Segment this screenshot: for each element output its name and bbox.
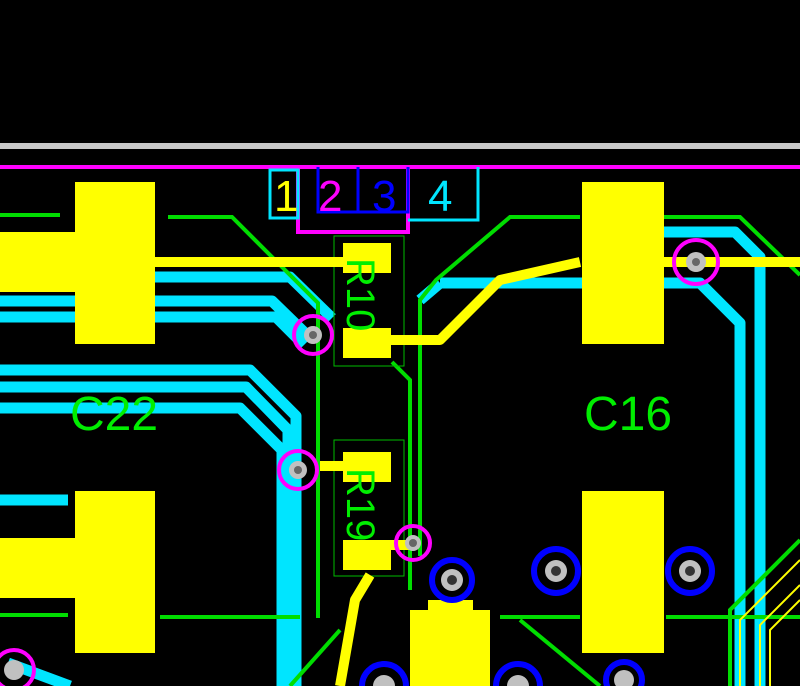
- ref-label-r10: R10: [338, 258, 382, 331]
- layer-tab-4[interactable]: 4: [428, 172, 452, 221]
- pads-r19[interactable]: [343, 452, 391, 570]
- pads-c22[interactable]: [0, 182, 155, 653]
- layer-tab-3[interactable]: 3: [372, 172, 396, 221]
- thin-yellow-traces: [739, 559, 800, 686]
- vias-magenta[interactable]: [0, 238, 720, 686]
- pads-r10[interactable]: [343, 243, 391, 358]
- layer-tab-boxes: [268, 167, 480, 222]
- ref-label-c22: C22: [70, 388, 158, 441]
- layer-tab-2[interactable]: 2: [318, 172, 342, 221]
- ref-label-r19: R19: [338, 468, 382, 541]
- pads-c16[interactable]: [582, 182, 664, 653]
- pad-bottom-center[interactable]: [410, 600, 490, 686]
- layer-tab-1[interactable]: 1: [274, 172, 298, 221]
- vias-blue[interactable]: [359, 546, 715, 686]
- ref-label-c16: C16: [584, 388, 672, 441]
